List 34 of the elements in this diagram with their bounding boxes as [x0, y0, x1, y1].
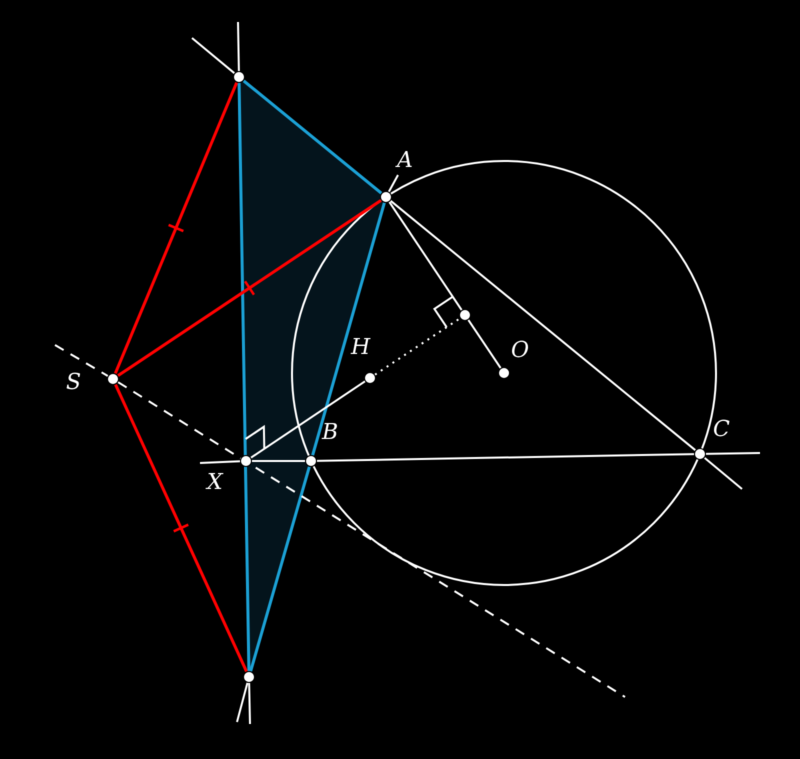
line-segment	[252, 460, 305, 462]
line-segment	[191, 37, 236, 74]
line-segment	[238, 82, 250, 672]
line-segment	[316, 453, 694, 462]
dashed-line	[118, 381, 626, 698]
line-segment	[388, 174, 399, 192]
line-segment	[250, 380, 366, 458]
point-marker	[459, 309, 471, 321]
line-segment	[114, 82, 238, 374]
line-segment	[114, 384, 248, 672]
line-segment	[468, 319, 502, 369]
dashed-line	[54, 344, 108, 377]
point-label: O	[511, 340, 530, 362]
point-label: H	[351, 337, 370, 359]
line-segment	[237, 22, 240, 72]
line-segment	[311, 202, 386, 456]
line-segment	[248, 682, 251, 724]
point-label: A	[397, 150, 413, 172]
line-segment	[390, 200, 696, 451]
point-marker	[233, 71, 245, 83]
dotted-line	[374, 317, 461, 376]
point-label: S	[66, 372, 82, 394]
point-marker	[243, 671, 255, 683]
line-segment	[242, 80, 382, 194]
line-segment	[200, 460, 240, 464]
point-label: X	[207, 472, 223, 494]
line-segment	[706, 452, 760, 455]
point-label: C	[713, 419, 730, 441]
line-segment	[249, 466, 311, 672]
line-segment	[117, 199, 382, 377]
line-segment	[704, 457, 743, 490]
line-segment	[388, 201, 462, 311]
line-segment	[236, 682, 248, 722]
point-label: B	[322, 422, 338, 444]
